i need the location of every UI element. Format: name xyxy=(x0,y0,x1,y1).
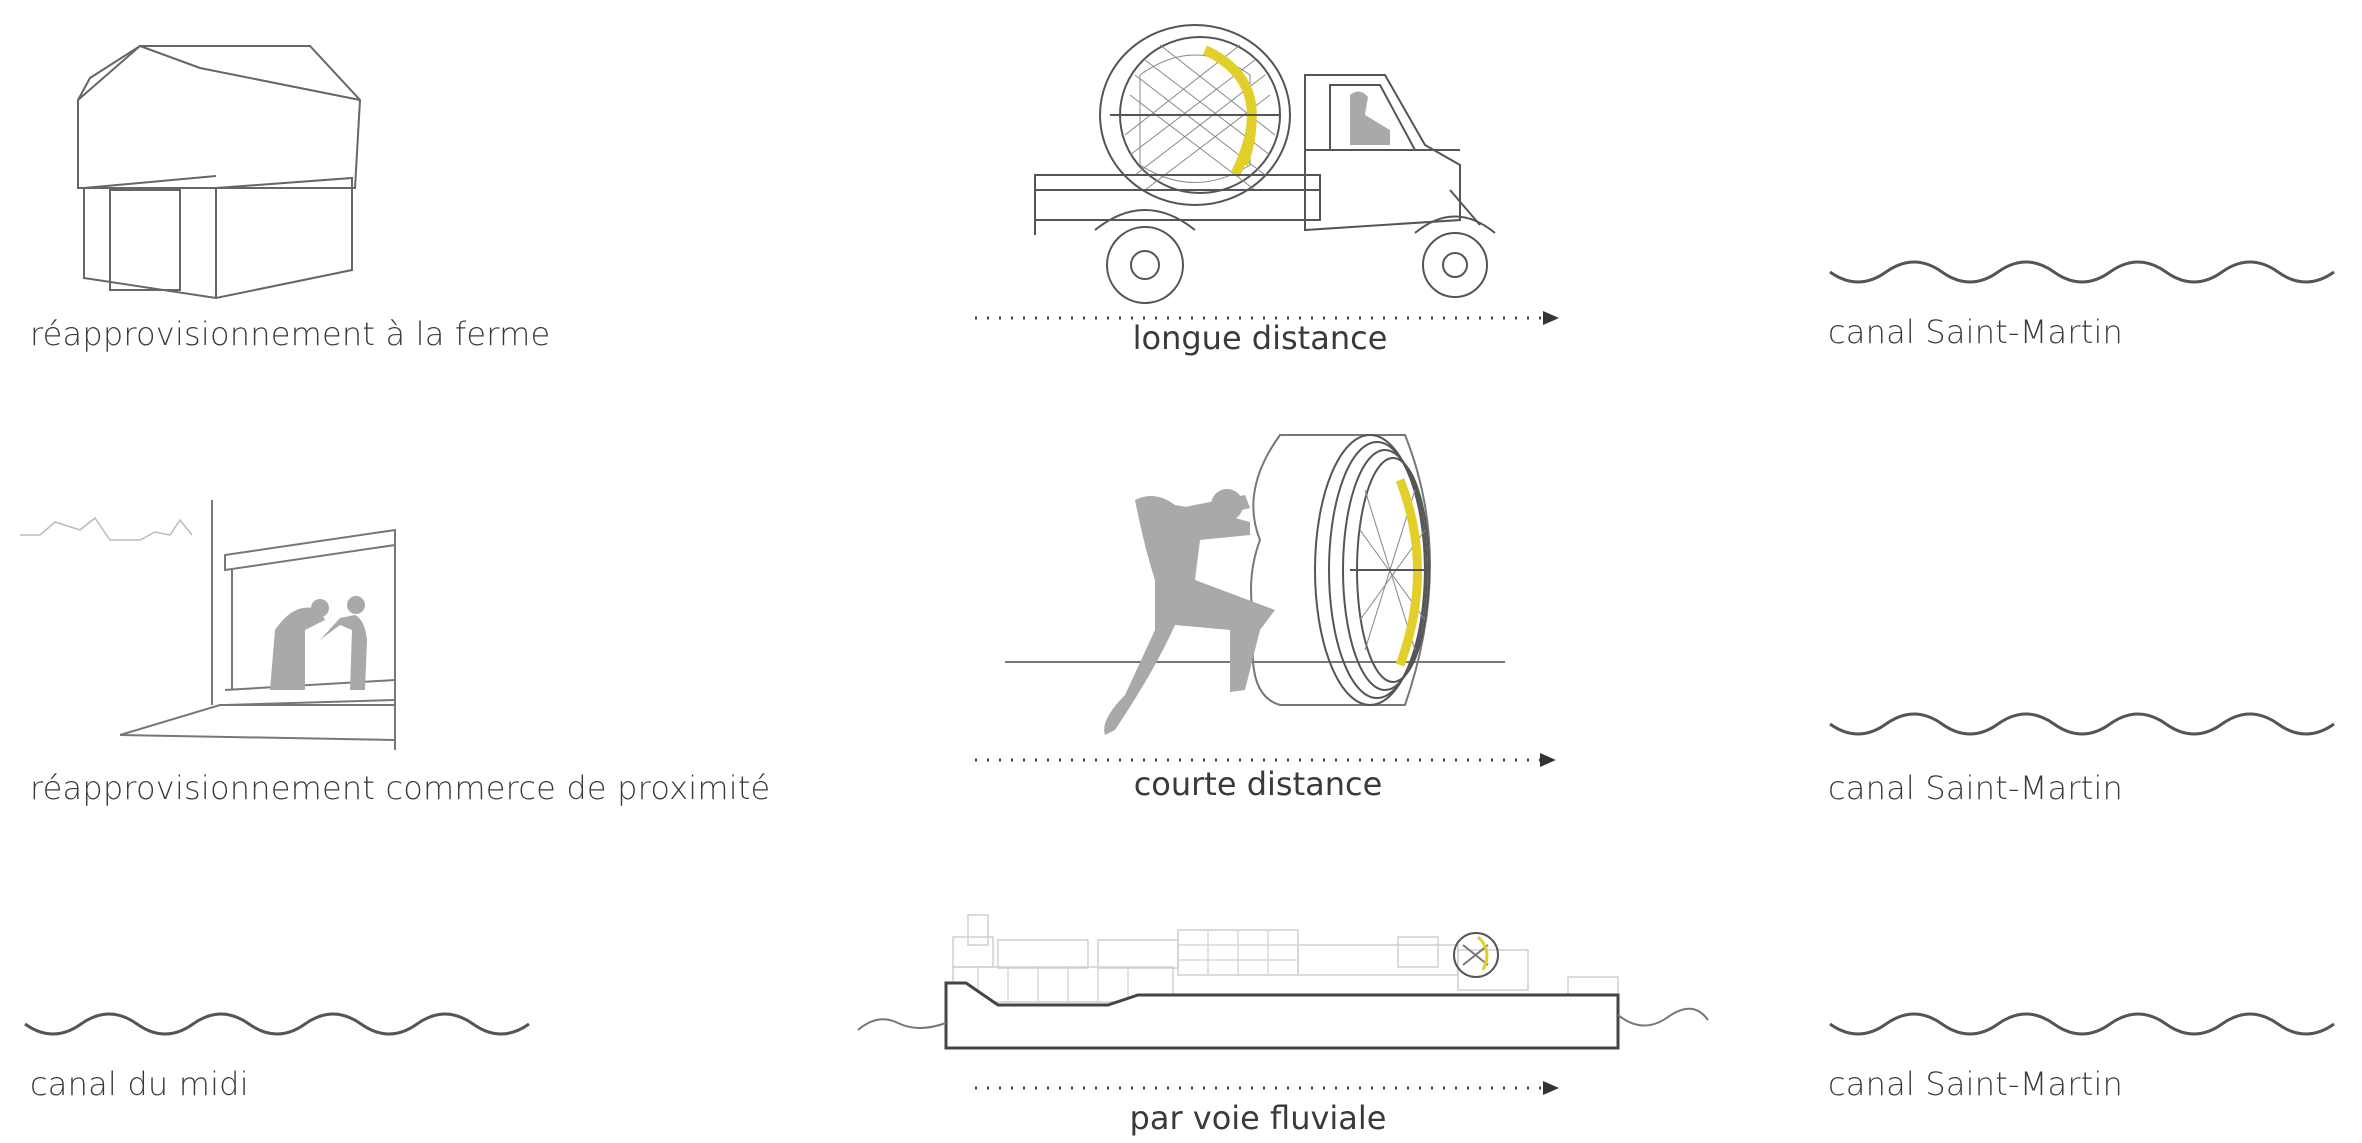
row1-left-label: réapprovisionnement à la ferme xyxy=(30,315,551,353)
row3-middle-label: par voie fluviale xyxy=(1129,1099,1387,1137)
row3-arrow-icon xyxy=(975,1078,1565,1098)
row1-right-wave-icon xyxy=(1829,252,2350,292)
row1-right-label: canal Saint-Martin xyxy=(1828,313,2124,351)
row1-arrow-icon xyxy=(975,308,1565,328)
row3-right-wave-icon xyxy=(1829,1004,2350,1044)
person-pushing-drum-icon xyxy=(1005,430,1525,750)
row2-right-label: canal Saint-Martin xyxy=(1828,769,2124,807)
row3-left-label: canal du midi xyxy=(30,1065,249,1103)
three-wheel-truck-icon xyxy=(1030,15,1500,305)
shop-window-icon xyxy=(20,500,400,755)
barge-icon xyxy=(857,905,1709,1055)
row1-middle-label: longue distance xyxy=(1132,319,1388,357)
row2-arrow-icon xyxy=(975,750,1565,770)
row3-right-label: canal Saint-Martin xyxy=(1828,1065,2124,1103)
row2-right-wave-icon xyxy=(1829,704,2350,744)
barn-icon xyxy=(70,38,370,308)
row2-middle-label: courte distance xyxy=(1133,765,1383,803)
wave-icon xyxy=(24,1004,545,1044)
row2-left-label: réapprovisionnement commerce de proximit… xyxy=(30,769,771,807)
